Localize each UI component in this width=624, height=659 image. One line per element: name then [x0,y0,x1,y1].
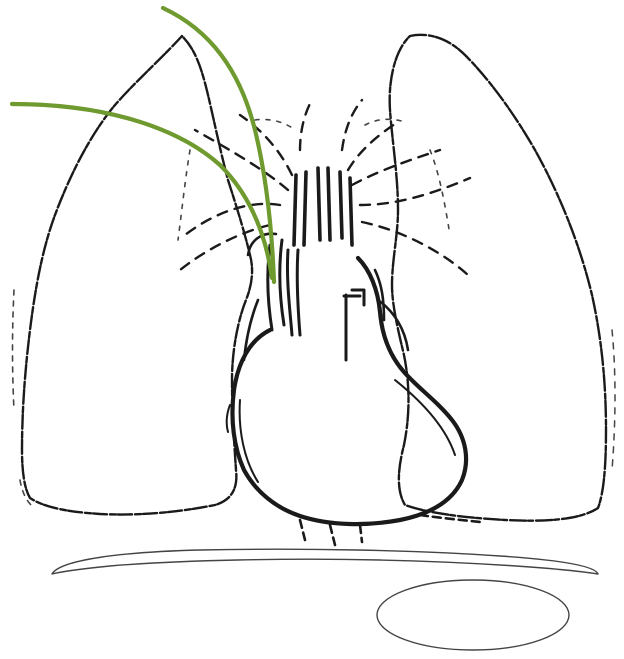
catheter-line-lower [12,104,272,278]
right-lung [390,35,615,521]
heart [227,258,480,545]
bronchial-branches [178,100,470,275]
left-lung [13,36,253,515]
diaphragm [52,549,598,574]
stomach [377,580,569,650]
catheter-lines [12,8,274,282]
